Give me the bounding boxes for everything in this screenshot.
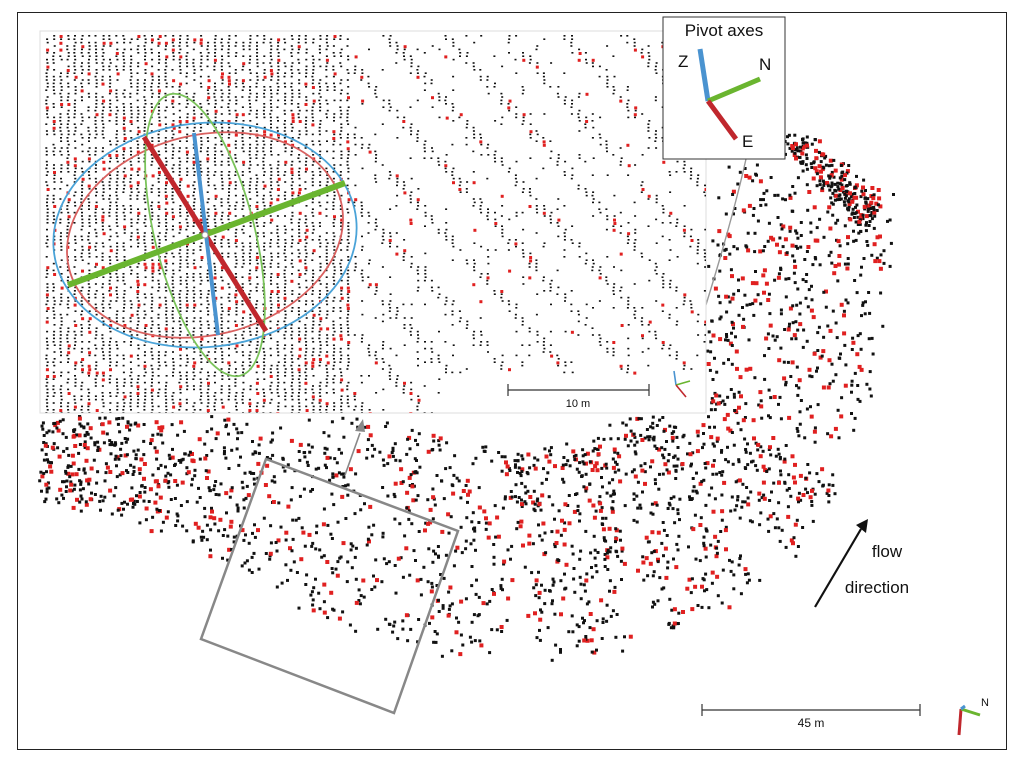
main-point-cloud xyxy=(38,133,895,662)
north-glyph: N xyxy=(957,697,989,736)
ellipse-red xyxy=(66,131,344,339)
ellipsoid-glyph xyxy=(52,92,358,378)
main-scale-bar: 45 m xyxy=(701,704,921,730)
selection-box xyxy=(199,457,460,715)
figure-frame: 10 m Pivot axes Z N E flow direction 45 … xyxy=(17,12,1007,750)
flow-direction-arrow: flow direction xyxy=(814,519,909,608)
pivot-label-z: Z xyxy=(678,52,688,71)
pivot-axes-title: Pivot axes xyxy=(685,21,763,40)
inset-panel: 10 m xyxy=(39,30,707,414)
ellipse-green xyxy=(144,92,266,378)
pivot-axes-box: Pivot axes Z N E xyxy=(662,16,786,160)
pivot-axis-z xyxy=(697,48,711,102)
ellipse-blue xyxy=(52,121,358,349)
pivot-axis-n xyxy=(707,76,761,104)
inset-scale-label: 10 m xyxy=(566,398,590,410)
main-scale-label: 45 m xyxy=(798,716,825,730)
inset-scale-bar: 10 m xyxy=(507,384,650,410)
inset-pivot-icon xyxy=(673,370,691,398)
flow-label-line2: direction xyxy=(845,578,909,597)
flow-label-line1: flow xyxy=(872,542,903,561)
zoom-arrow xyxy=(344,419,365,476)
pivot-label-n: N xyxy=(759,55,771,74)
survey-figure: 10 m Pivot axes Z N E flow direction 45 … xyxy=(38,16,989,736)
pivot-axis-e xyxy=(705,99,739,141)
pivot-label-e: E xyxy=(742,132,753,151)
north-label: N xyxy=(981,697,989,709)
